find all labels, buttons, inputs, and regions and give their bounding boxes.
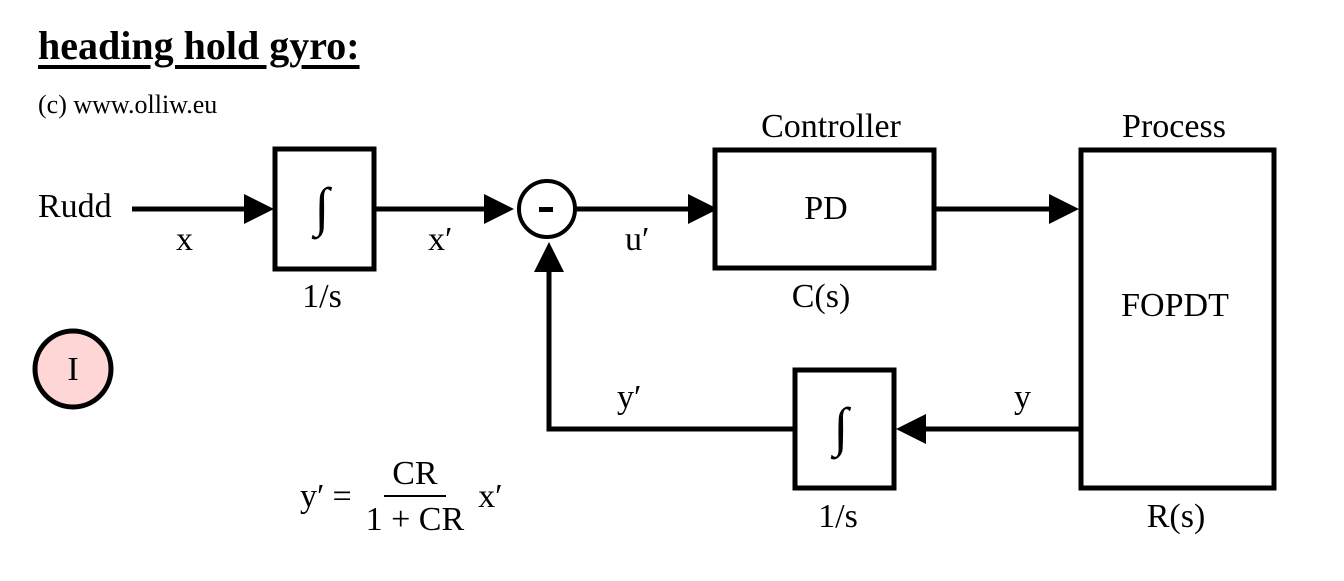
arrowhead-x-prime [484, 194, 514, 224]
controller-transfer: C(s) [791, 278, 851, 315]
arrowhead-u-prime [688, 194, 718, 224]
process-transfer: R(s) [1146, 498, 1206, 535]
equation-rhs: x′ [478, 478, 503, 515]
controller-block [712, 147, 937, 271]
signal-label-x-prime: x′ [428, 221, 453, 258]
badge-circle [32, 328, 114, 410]
signal-line-y-prime [546, 270, 793, 432]
input-integrator-block [272, 146, 377, 272]
equation-lhs: y′ [300, 478, 325, 515]
closed-loop-equation: y′ = CR 1 + CR x′ [300, 455, 503, 539]
feedback-integrator-transfer: 1/s [818, 498, 858, 535]
equation-fraction: CR 1 + CR [358, 455, 473, 539]
process-title: Process [1122, 108, 1226, 145]
copyright-notice: (c) www.olliw.eu [38, 90, 218, 119]
arrowhead-y-prime [534, 242, 564, 272]
process-block [1078, 147, 1277, 491]
arrowhead-x [244, 194, 274, 224]
signal-label-u-prime: u′ [625, 221, 650, 258]
signal-label-y: y [1014, 379, 1031, 416]
integral-icon: ∫ [833, 397, 849, 457]
input-integrator-transfer: 1/s [302, 278, 342, 315]
diagram-title: heading hold gyro: [38, 23, 360, 68]
controller-title: Controller [761, 108, 901, 145]
equation-denominator: 1 + CR [365, 501, 465, 538]
process-content: FOPDT [1121, 287, 1229, 324]
integral-icon: ∫ [314, 177, 330, 237]
signal-label-y-prime: y′ [617, 379, 642, 416]
controller-content: PD [804, 190, 848, 227]
arrowhead-control [1049, 194, 1079, 224]
signal-label-x: x [176, 221, 193, 258]
equation-numerator: CR [384, 455, 446, 497]
badge-label: I [67, 351, 79, 388]
equation-equals: = [332, 478, 352, 515]
feedback-integrator-block [792, 367, 897, 491]
minus-sign-icon [539, 207, 553, 212]
input-signal-name: Rudd [38, 188, 112, 225]
arrowhead-y [896, 414, 926, 444]
